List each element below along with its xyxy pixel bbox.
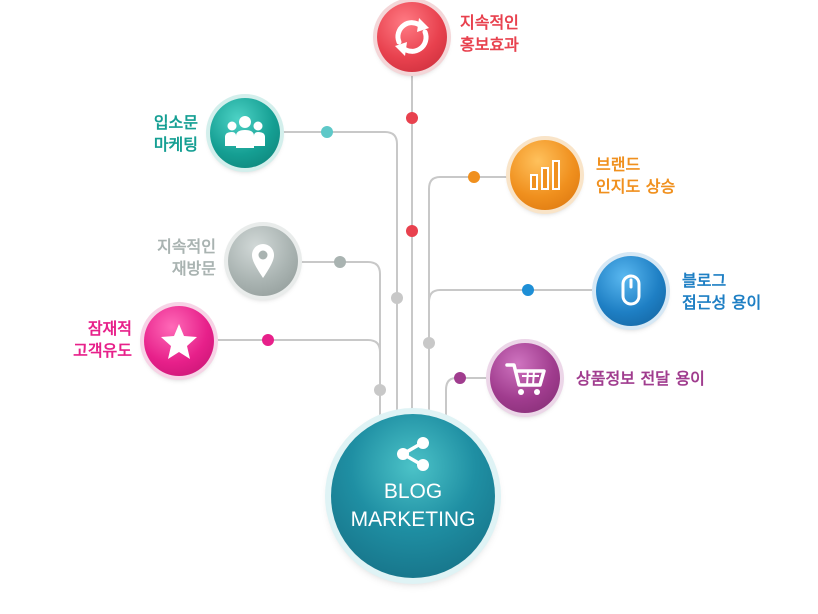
share-icon — [397, 437, 429, 471]
connector-dot — [468, 171, 480, 183]
hub-title-line1: BLOG — [383, 480, 443, 503]
label-line2: 재방문 — [171, 259, 216, 278]
people-icon — [225, 116, 265, 148]
bar-chart-icon — [530, 160, 560, 190]
label-line2: 접근성 용이 — [682, 293, 762, 312]
label-blog-access: 블로그 접근성 용이 — [682, 270, 761, 314]
label-line1: 잠재적 — [87, 319, 132, 338]
node-product-info — [490, 343, 560, 413]
node-brand-awareness — [510, 140, 580, 210]
label-line1: 상품정보 전달 용이 — [576, 369, 705, 388]
connector-dot — [522, 284, 534, 296]
connector-dot — [454, 372, 466, 384]
node-continuous-promotion — [377, 2, 447, 72]
label-product-info: 상품정보 전달 용이 — [576, 368, 705, 390]
mouse-icon — [621, 274, 641, 306]
label-line2: 홍보효과 — [460, 35, 519, 54]
node-potential-customer — [144, 306, 214, 376]
connector-dot — [374, 384, 386, 396]
hub-blog-marketing: BLOG MARKETING — [331, 414, 495, 578]
connector-dot — [334, 256, 346, 268]
location-pin-icon — [252, 244, 274, 278]
cart-icon — [505, 363, 546, 395]
connector-dot — [406, 112, 418, 124]
label-line1: 지속적인 — [460, 13, 519, 32]
node-blog-access — [596, 256, 666, 326]
connector-dot — [262, 334, 274, 346]
hub-title-line2: MARKETING — [350, 508, 476, 531]
label-line2: 인지도 상승 — [596, 177, 676, 196]
label-potential-customer: 잠재적 고객유도 — [64, 318, 132, 362]
label-revisit: 지속적인 재방문 — [140, 236, 216, 280]
label-line1: 입소문 — [153, 113, 198, 132]
label-line2: 마케팅 — [153, 135, 198, 154]
label-line1: 지속적인 — [157, 237, 216, 256]
label-line2: 고객유도 — [73, 341, 132, 360]
connector-dot — [321, 126, 333, 138]
label-continuous-promotion: 지속적인 홍보효과 — [460, 12, 519, 56]
label-word-of-mouth: 입소문 마케팅 — [144, 112, 198, 156]
star-icon — [161, 324, 197, 359]
connector-dot — [423, 337, 435, 349]
connector-dot — [406, 225, 418, 237]
label-brand-awareness: 브랜드 인지도 상승 — [596, 154, 675, 198]
connector-dot — [391, 292, 403, 304]
label-line1: 블로그 — [682, 271, 727, 290]
node-revisit — [228, 226, 298, 296]
refresh-icon — [395, 18, 429, 56]
node-word-of-mouth — [210, 98, 280, 168]
label-line1: 브랜드 — [596, 155, 641, 174]
